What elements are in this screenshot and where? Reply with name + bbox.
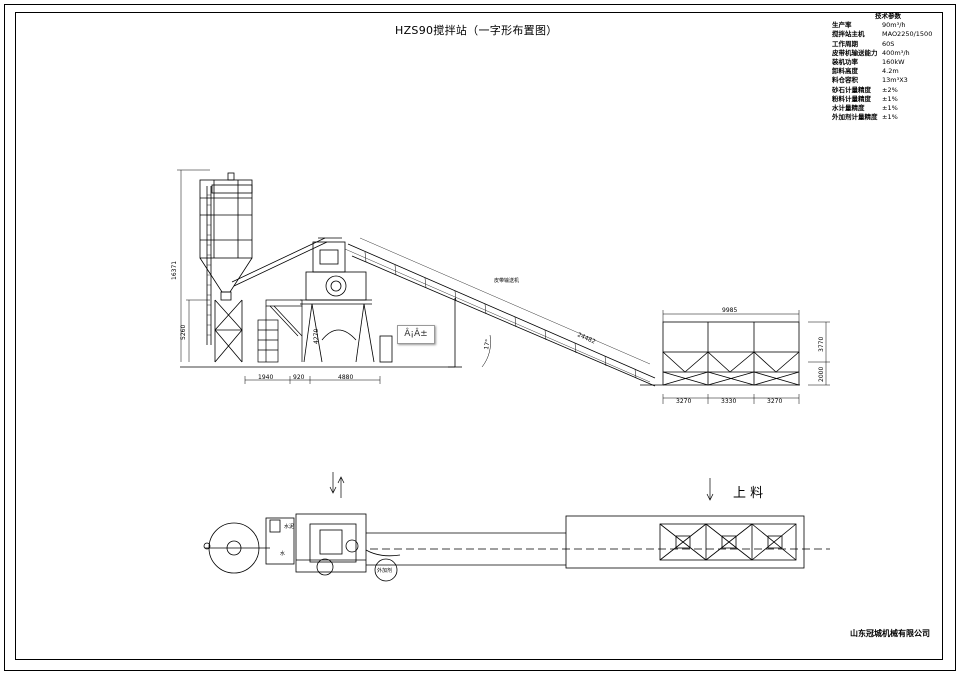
loading-label: 上 料	[733, 486, 763, 501]
inner-frame	[15, 12, 943, 660]
params-row: 料仓容积 13m³X3	[832, 76, 942, 85]
additive-label: 外加剂	[377, 567, 392, 574]
cement-label: 水泥	[284, 523, 294, 530]
technical-params-table: 技术参数 生产率 90m³/h 搅拌站主机 MAO2250/1500 工作周期 60S…	[832, 12, 942, 122]
param-key: 水计量精度	[832, 104, 865, 113]
dim-silo-lower: 5260	[180, 325, 187, 340]
param-key: 装机功率	[832, 58, 858, 67]
param-key: 生产率	[832, 21, 852, 30]
dim-base-1: 1940	[258, 374, 273, 381]
dim-bin-1: 3270	[676, 398, 691, 405]
drawing-title: HZS90搅拌站（一字形布置图）	[395, 24, 558, 37]
screw-conveyor	[231, 237, 328, 287]
belt-conveyor	[344, 237, 656, 387]
params-row: 装机功率 160kW	[832, 58, 942, 67]
param-value: 13m³X3	[882, 76, 908, 85]
plan-plant	[265, 513, 830, 582]
param-value: 60S	[882, 39, 895, 48]
param-key: 工作周期	[832, 39, 858, 48]
params-row: 水计量精度 ±1%	[832, 104, 942, 113]
dim-base-2: 920	[293, 374, 305, 381]
dim-base-3: 4880	[338, 374, 353, 381]
param-key: 料仓容积	[832, 76, 858, 85]
view-arrows	[329, 472, 714, 501]
mixer-building	[300, 237, 393, 363]
param-value: 90m³/h	[882, 21, 906, 30]
dim-belt-angle: 17°	[483, 339, 492, 351]
param-value: 160kW	[882, 58, 905, 67]
params-row: 生产率 90m³/h	[832, 21, 942, 30]
params-row: 皮带机输送能力 400m³/h	[832, 49, 942, 58]
dim-bin-2: 3330	[721, 398, 736, 405]
param-value: ±1%	[882, 113, 898, 122]
company-name: 山东冠城机械有限公司	[850, 629, 930, 638]
param-value: 400m³/h	[882, 48, 910, 57]
params-row: 粉料计量精度 ±1%	[832, 95, 942, 104]
param-key: 砂石计量精度	[832, 85, 871, 94]
aggregate-batcher	[662, 321, 800, 386]
cement-silo	[199, 172, 253, 363]
param-key: 粉料计量精度	[832, 94, 871, 103]
params-row: 卸料高度 4.2m	[832, 67, 942, 76]
outer-frame	[4, 4, 956, 671]
tooltip-popup[interactable]: Â¡Â±	[397, 325, 435, 344]
param-key: 搅拌站主机	[832, 30, 865, 39]
plan-batcher	[565, 515, 805, 569]
param-value: ±1%	[882, 94, 898, 103]
param-key: 皮带机输送能力	[832, 48, 878, 57]
params-row: 工作周期 60S	[832, 40, 942, 49]
dim-batcher-lower: 2000	[818, 367, 825, 382]
dim-bin-3: 3270	[767, 398, 782, 405]
param-value: MAO2250/1500	[882, 30, 933, 39]
param-value: ±2%	[882, 85, 898, 94]
water-label: 水	[280, 550, 285, 557]
param-key: 卸料高度	[832, 67, 858, 76]
param-value: 4.2m	[882, 67, 899, 76]
param-value: ±1%	[882, 104, 898, 113]
belt-label: 皮带输送机	[494, 277, 519, 284]
dim-batcher-width: 9985	[722, 307, 737, 314]
params-row: 搅拌站主机 MAO2250/1500	[832, 30, 942, 39]
params-row: 外加剂计量精度 ±1%	[832, 113, 942, 122]
dim-batcher-upper: 3770	[818, 337, 825, 352]
stairs	[257, 299, 303, 363]
params-row: 砂石计量精度 ±2%	[832, 86, 942, 95]
params-heading: 技术参数	[875, 12, 901, 20]
param-key: 外加剂计量精度	[832, 113, 878, 122]
plan-silo	[203, 522, 270, 574]
dim-mixer-height: 4270	[313, 329, 320, 344]
dim-silo-height: 16371	[171, 261, 178, 280]
dim-belt-length: 24482	[576, 331, 596, 345]
